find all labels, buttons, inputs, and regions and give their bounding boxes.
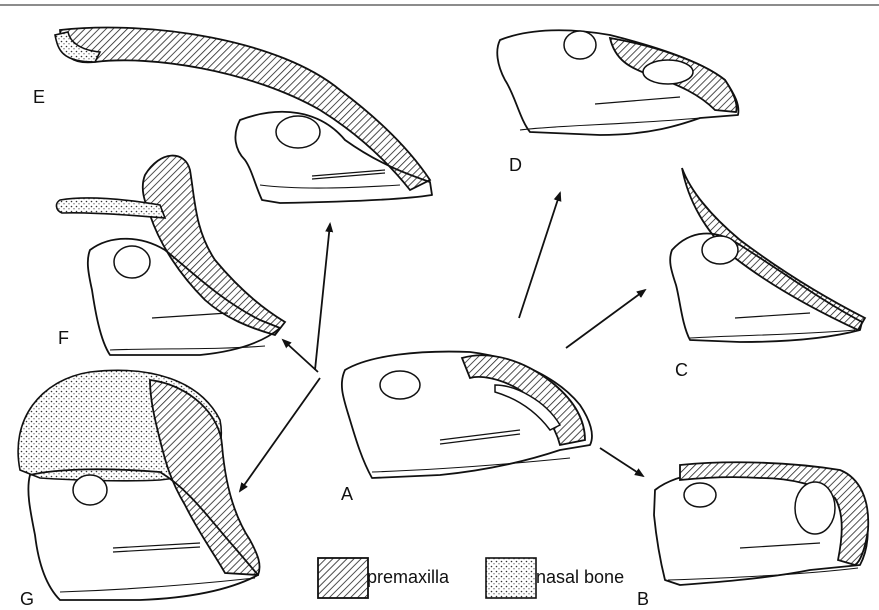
skull-e-jaw: [260, 185, 400, 188]
skull-g-jaw: [60, 578, 255, 592]
label-f: F: [58, 328, 69, 348]
arrow-to-g: [240, 378, 320, 491]
label-e: E: [33, 87, 45, 107]
skull-g-orbit: [73, 475, 107, 505]
skull-e: [55, 28, 432, 204]
skull-c-orbit: [702, 236, 738, 264]
skull-e-premaxilla-crest: [60, 28, 430, 191]
skull-e-teeth: [312, 170, 385, 176]
label-d: D: [509, 155, 522, 175]
legend-nasal-label: nasal bone: [536, 567, 624, 587]
legend: premaxilla nasal bone: [318, 558, 624, 598]
label-b: B: [637, 589, 649, 609]
skull-f-teeth: [152, 313, 228, 318]
arrow-to-e: [315, 224, 330, 370]
skull-b-premaxilla: [680, 462, 868, 565]
skull-b-jaw: [668, 568, 858, 580]
skull-d: [497, 30, 738, 135]
skull-g: [18, 370, 259, 600]
skull-d-teeth: [595, 97, 680, 104]
skull-b-orbit: [684, 483, 716, 507]
skull-a-jaw: [372, 458, 570, 472]
skull-d-nasal-window: [643, 60, 693, 84]
skull-f: [56, 156, 285, 355]
arrow-to-f: [283, 340, 318, 372]
skull-e-teeth-2: [312, 173, 385, 179]
label-c: C: [675, 360, 688, 380]
skull-a-orbit: [380, 371, 420, 399]
skull-e-orbit: [276, 116, 320, 148]
skull-d-jaw: [520, 118, 700, 130]
arrow-to-d: [519, 193, 560, 318]
skull-c-teeth: [735, 313, 810, 318]
legend-premaxilla-label: premaxilla: [367, 567, 450, 587]
label-g: G: [20, 589, 34, 609]
arrow-to-b: [600, 448, 643, 476]
legend-nasal-swatch: [486, 558, 536, 598]
skull-b-teeth: [740, 543, 820, 548]
skull-d-orbit: [564, 31, 596, 59]
skull-b-nasal-window: [795, 482, 835, 534]
label-a: A: [341, 484, 353, 504]
skull-a: [342, 352, 592, 478]
skull-c: [670, 168, 865, 342]
skull-c-outline: [670, 234, 862, 342]
skull-f-premaxilla-crest: [143, 156, 285, 335]
skull-b: [654, 462, 868, 585]
skull-f-orbit: [114, 246, 150, 278]
arrow-to-c: [566, 290, 645, 348]
legend-premaxilla-swatch: [318, 558, 368, 598]
